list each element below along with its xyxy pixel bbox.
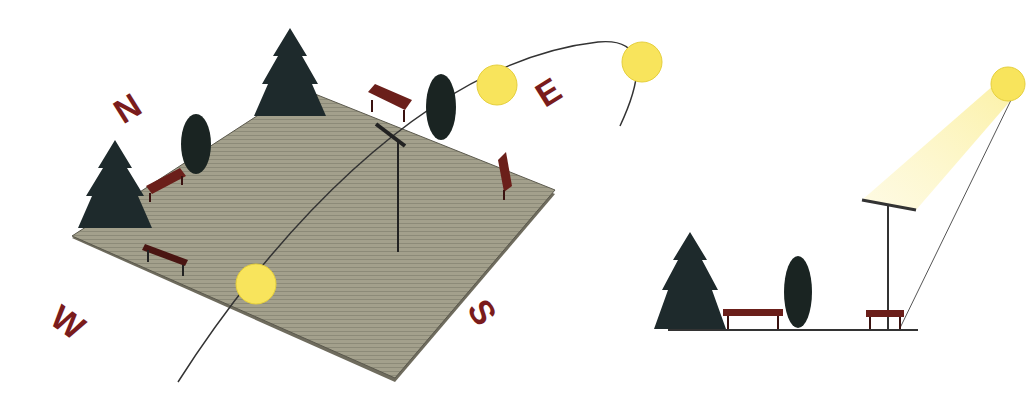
- compass-label: W: [45, 299, 91, 345]
- bench: [723, 309, 783, 329]
- street-lamp: [862, 200, 916, 330]
- oval-tree: [784, 256, 812, 328]
- conifer-tree: [78, 140, 152, 228]
- sun-ray: [900, 98, 1012, 328]
- light-beam: [862, 78, 1018, 210]
- oval-tree: [181, 114, 211, 174]
- bench: [146, 168, 186, 202]
- bench: [368, 84, 412, 122]
- sun: [622, 42, 662, 82]
- street-lamp: [376, 124, 405, 252]
- sun-path: [178, 42, 637, 382]
- compass-label: S: [462, 293, 503, 330]
- compass-label: E: [529, 72, 566, 113]
- plaza: [72, 88, 555, 378]
- bench: [142, 244, 188, 276]
- ground-line: [668, 329, 918, 331]
- oval-tree: [426, 74, 456, 140]
- conifer-tree: [254, 28, 326, 116]
- sun: [991, 67, 1025, 101]
- bench: [498, 152, 512, 200]
- bench: [866, 310, 904, 329]
- compass-label: N: [108, 87, 147, 129]
- sun: [477, 65, 517, 105]
- conifer-tree: [654, 232, 726, 329]
- sun: [236, 264, 276, 304]
